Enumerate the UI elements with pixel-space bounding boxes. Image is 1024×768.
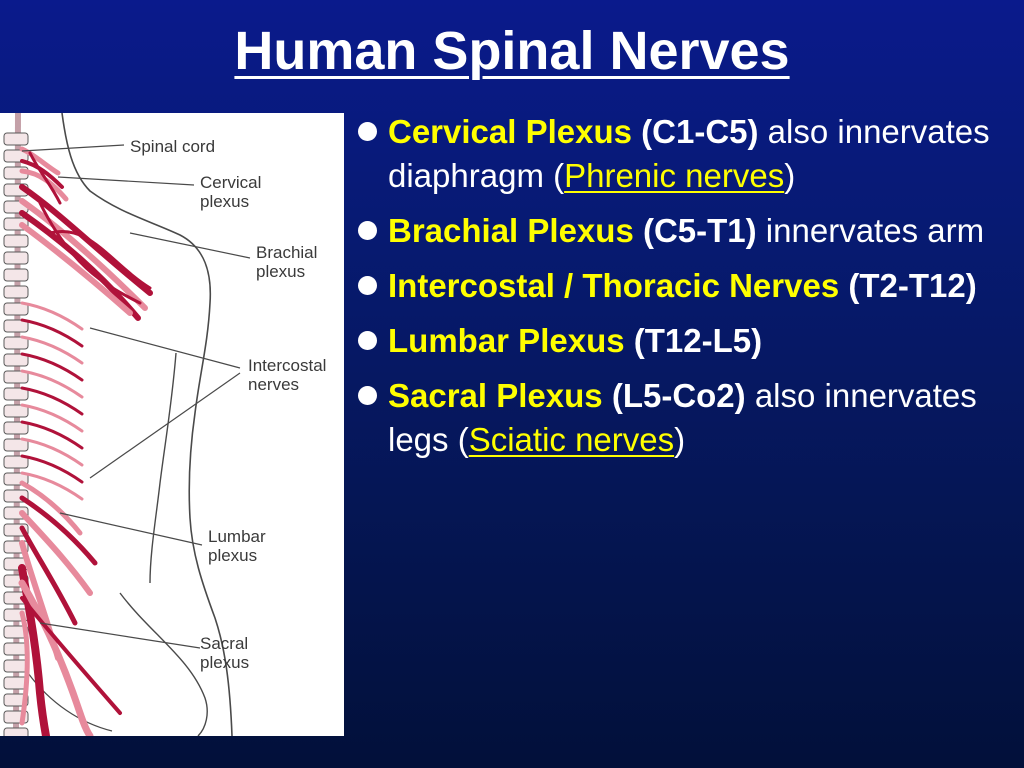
bullet-term: Lumbar Plexus — [388, 322, 625, 359]
label-lumbar-plexus: Lumbar plexus — [208, 527, 266, 565]
slide-title-text: Human Spinal Nerves — [234, 21, 790, 81]
vertebra — [3, 404, 29, 418]
intercostal-nerve — [20, 318, 84, 348]
intercostal-nerve — [20, 471, 84, 501]
bullet-dot-icon — [358, 221, 377, 240]
bullet-text: innervates arm — [756, 212, 985, 249]
phrenic-nerves-link[interactable]: Phrenic nerves — [564, 157, 785, 194]
label-cervical-plexus: Cervical plexus — [200, 173, 262, 211]
intercostal-nerves — [20, 301, 84, 501]
intercostal-nerve — [20, 386, 84, 416]
bullet-term: Brachial Plexus — [388, 212, 634, 249]
intercostal-nerve — [20, 420, 84, 450]
bullet-dot-icon — [358, 331, 377, 350]
vertebra — [3, 302, 29, 316]
intercostal-nerve — [20, 301, 84, 331]
vertebra — [3, 438, 29, 452]
intercostal-nerve — [20, 369, 84, 399]
slide-title: Human Spinal Nerves — [0, 18, 1024, 84]
bullet-range: (C1-C5) — [641, 113, 759, 150]
bullet-term: Sacral Plexus — [388, 377, 603, 414]
intercostal-nerve — [20, 454, 84, 484]
vertebra — [3, 336, 29, 350]
intercostal-nerve — [20, 352, 84, 382]
bullet-intercostal-nerves: Intercostal / Thoracic Nerves (T2-T12) — [352, 264, 1020, 308]
bullet-list: Cervical Plexus (C1-C5) also innervates … — [352, 110, 1020, 473]
body-outline — [61, 113, 233, 736]
spinal-nerves-illustration — [3, 113, 251, 736]
bullet-lumbar-plexus: Lumbar Plexus (T12-L5) — [352, 319, 1020, 363]
intercostal-nerve — [20, 437, 84, 467]
sciatic-nerves-link[interactable]: Sciatic nerves — [468, 421, 675, 458]
buttock-outline — [119, 592, 208, 736]
vertebra — [3, 353, 29, 367]
vertebra — [3, 387, 29, 401]
bullet-text: also innervates legs ( — [388, 377, 977, 458]
vertebra — [3, 268, 29, 282]
bullet-range: (T2-T12) — [848, 267, 977, 304]
arm-outline — [149, 352, 177, 584]
bullet-range: (L5-Co2) — [611, 377, 746, 414]
bullet-brachial-plexus: Brachial Plexus (C5-T1) innervates arm — [352, 209, 1020, 253]
vertebra — [3, 421, 29, 435]
vertebra — [3, 693, 29, 707]
bullet-dot-icon — [358, 122, 377, 141]
label-spinal-cord: Spinal cord — [130, 137, 216, 156]
bullet-tail: ) — [674, 421, 686, 458]
vertebra — [3, 285, 29, 299]
vertebra — [3, 659, 29, 673]
bullet-term: Intercostal / Thoracic Nerves — [388, 267, 840, 304]
vertebra — [3, 251, 29, 265]
bullet-range: (C5-T1) — [642, 212, 757, 249]
label-brachial-plexus: Brachial plexus — [256, 243, 318, 281]
bullet-cervical-plexus: Cervical Plexus (C1-C5) also innervates … — [352, 110, 1020, 198]
vertebra — [3, 234, 29, 248]
vertebra — [3, 370, 29, 384]
bullet-text: also innervates diaphragm ( — [388, 113, 990, 194]
intercostal-nerve — [20, 403, 84, 433]
bullet-dot-icon — [358, 276, 377, 295]
vertebra — [3, 319, 29, 333]
spinal-nerves-figure: Spinal cord Cervical plexus Brachial ple… — [0, 113, 344, 736]
vertebra — [3, 727, 29, 736]
bullet-range: (T12-L5) — [633, 322, 763, 359]
brachial-plexus-nerves — [19, 184, 153, 321]
bullet-sacral-plexus: Sacral Plexus (L5-Co2) also innervates l… — [352, 374, 1020, 462]
label-pointer-lines — [21, 144, 251, 649]
intercostal-nerve — [20, 335, 84, 365]
vertebra — [3, 132, 29, 146]
label-intercostal-nerves: Intercostal nerves — [248, 356, 327, 394]
vertebra — [3, 455, 29, 469]
bullet-dot-icon — [358, 386, 377, 405]
bullet-term: Cervical Plexus — [388, 113, 632, 150]
label-sacral-plexus: Sacral plexus — [200, 634, 250, 672]
sacral-plexus-nerves — [18, 564, 122, 736]
bullet-tail: ) — [784, 157, 796, 194]
